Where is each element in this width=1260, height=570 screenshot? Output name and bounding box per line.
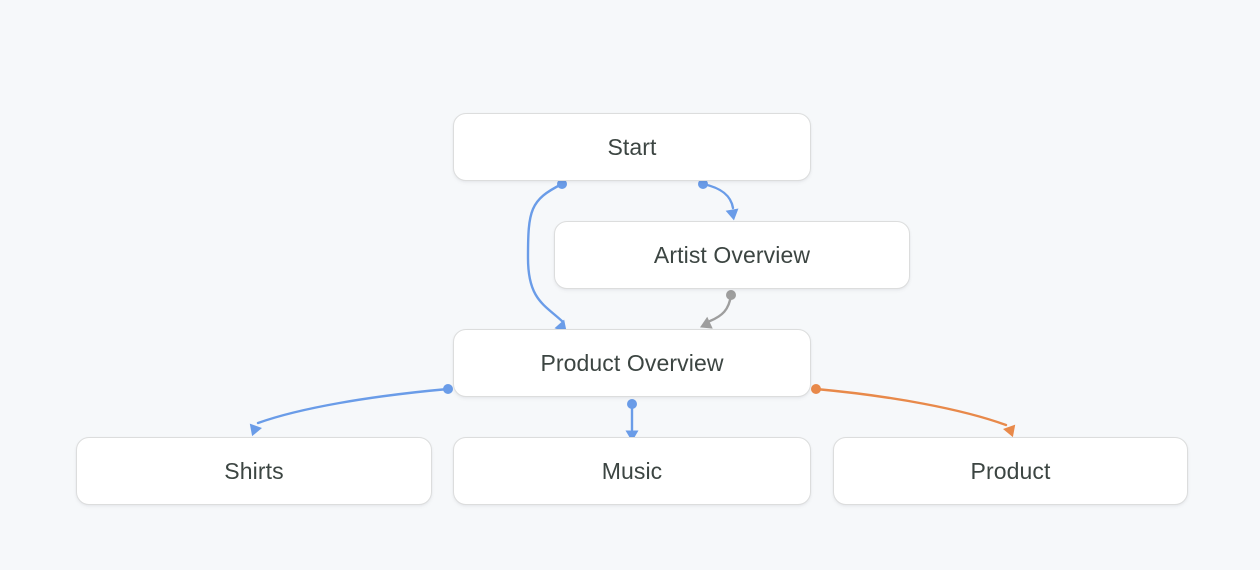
edge-source-dot[interactable] xyxy=(627,399,637,409)
graph-node-product[interactable]: Product xyxy=(833,437,1188,505)
graph-node-label: Product xyxy=(970,457,1051,484)
graph-node-start[interactable]: Start xyxy=(453,113,811,181)
graph-node-music[interactable]: Music xyxy=(453,437,811,505)
graph-node-artist-overview[interactable]: Artist Overview xyxy=(554,221,910,289)
edge-source-dot[interactable] xyxy=(811,384,821,394)
graph-node-label: Product Overview xyxy=(540,349,724,376)
graph-edge-artist-overview-to-product-overview xyxy=(700,290,736,329)
edge-path xyxy=(701,182,735,210)
edge-arrowhead xyxy=(725,208,739,221)
graph-node-product-overview[interactable]: Product Overview xyxy=(453,329,811,397)
graph-node-shirts[interactable]: Shirts xyxy=(76,437,432,505)
graph-edge-product-overview-to-music xyxy=(625,399,639,442)
graph-node-label: Shirts xyxy=(224,457,284,484)
edge-source-dot[interactable] xyxy=(443,384,453,394)
graph-edge-product-overview-to-product xyxy=(811,384,1016,438)
graph-node-label: Start xyxy=(607,133,657,160)
edge-path xyxy=(708,293,733,323)
edge-source-dot[interactable] xyxy=(726,290,736,300)
edge-path xyxy=(256,387,450,425)
graph-node-label: Music xyxy=(601,457,663,484)
graph-node-label: Artist Overview xyxy=(653,241,811,268)
graph-edge-start-to-artist-overview xyxy=(698,179,739,221)
graph-edge-product-overview-to-shirts xyxy=(249,384,453,437)
edge-path xyxy=(814,387,1008,427)
